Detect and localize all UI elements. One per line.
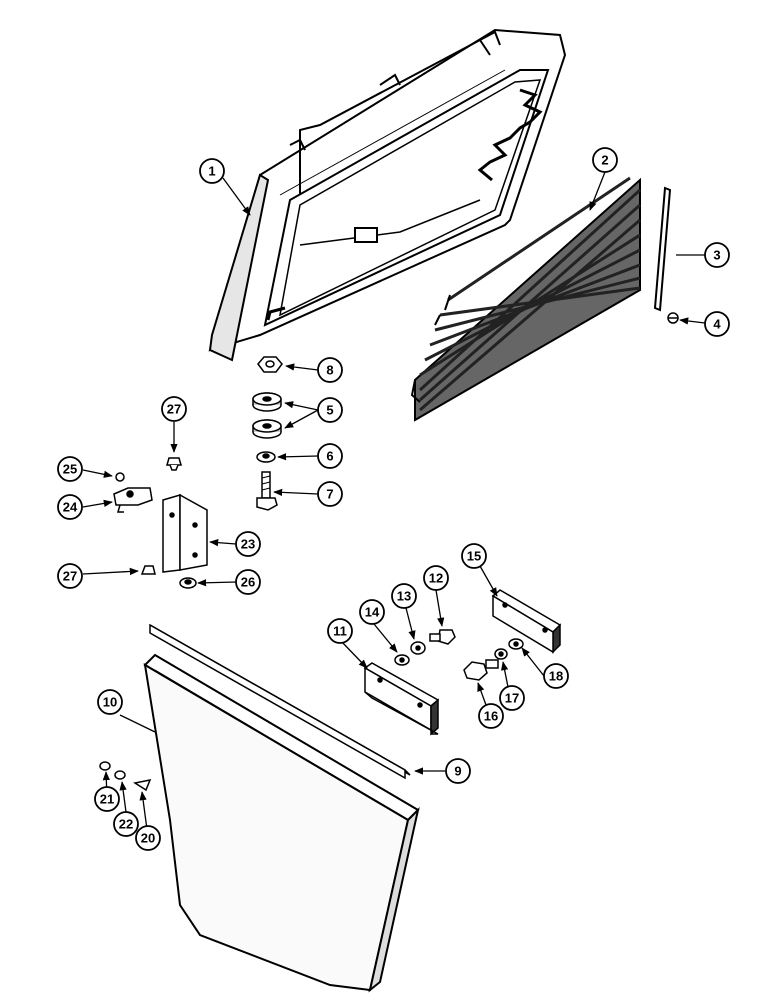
nut-part-21 bbox=[99, 761, 111, 771]
bracket-part-11 bbox=[363, 662, 440, 736]
washer-part-17 bbox=[494, 648, 508, 660]
plug-part-27-lower bbox=[140, 565, 156, 575]
corrugated-panel-part bbox=[410, 176, 642, 422]
clip-part-20 bbox=[133, 778, 152, 792]
callout-label: 16 bbox=[484, 709, 498, 724]
latch-part-24 bbox=[113, 487, 153, 513]
callout-label: 8 bbox=[326, 363, 333, 378]
callout-label: 3 bbox=[713, 248, 720, 263]
callout-label: 6 bbox=[326, 449, 333, 464]
grommets-part-5 bbox=[252, 392, 282, 439]
callout-2: 2 bbox=[592, 147, 618, 173]
callout-label: 12 bbox=[429, 571, 443, 586]
leader-lines bbox=[82, 171, 706, 838]
strip-part bbox=[653, 186, 672, 312]
callout-7: 7 bbox=[317, 481, 343, 507]
callout-15: 15 bbox=[461, 543, 487, 569]
callout-1: 1 bbox=[199, 158, 225, 184]
callout-24: 24 bbox=[57, 494, 83, 520]
callout-label: 11 bbox=[333, 624, 347, 639]
callout-26: 26 bbox=[235, 569, 261, 595]
callout-21: 21 bbox=[94, 786, 120, 812]
callout-22: 22 bbox=[113, 811, 139, 837]
callout-9: 9 bbox=[445, 758, 471, 784]
nut-part-18 bbox=[508, 638, 524, 650]
callout-label: 13 bbox=[397, 589, 411, 604]
callout-10: 10 bbox=[97, 689, 123, 715]
callout-12: 12 bbox=[423, 565, 449, 591]
callout-27-upper: 27 bbox=[161, 396, 187, 422]
callout-label: 18 bbox=[549, 669, 563, 684]
callout-label: 15 bbox=[467, 549, 481, 564]
callout-16: 16 bbox=[478, 703, 504, 729]
callout-13: 13 bbox=[391, 583, 417, 609]
callout-20: 20 bbox=[135, 825, 161, 851]
screw-part-25 bbox=[115, 472, 125, 482]
callout-label: 1 bbox=[208, 164, 215, 179]
callout-17: 17 bbox=[499, 685, 525, 711]
callout-23: 23 bbox=[235, 531, 261, 557]
callout-label: 14 bbox=[365, 605, 380, 620]
callout-label: 2 bbox=[601, 153, 608, 168]
callout-label: 17 bbox=[505, 691, 519, 706]
callout-18: 18 bbox=[543, 663, 569, 689]
callout-label: 25 bbox=[63, 462, 77, 477]
screw-part-4 bbox=[667, 312, 679, 324]
washer-part-6 bbox=[256, 451, 276, 463]
callout-14: 14 bbox=[359, 599, 385, 625]
nut-part-8 bbox=[257, 356, 283, 373]
callout-label: 21 bbox=[100, 792, 114, 807]
door-panel-part-10 bbox=[143, 653, 420, 993]
callout-label: 10 bbox=[103, 695, 117, 710]
callout-8: 8 bbox=[317, 357, 343, 383]
callout-label: 27 bbox=[167, 402, 181, 417]
window-frame-part bbox=[208, 28, 567, 362]
washer-part-13 bbox=[410, 641, 426, 655]
washer-part-22 bbox=[114, 770, 126, 780]
callout-label: 22 bbox=[119, 817, 133, 832]
callout-label: 4 bbox=[713, 317, 721, 332]
callout-label: 23 bbox=[241, 537, 255, 552]
bolt-part-16 bbox=[463, 659, 499, 681]
callout-6: 6 bbox=[317, 443, 343, 469]
callout-label: 7 bbox=[326, 487, 333, 502]
callout-11: 11 bbox=[327, 618, 353, 644]
callout-label: 9 bbox=[454, 764, 461, 779]
callout-label: 26 bbox=[241, 575, 255, 590]
callout-27-lower: 27 bbox=[57, 563, 83, 589]
callout-label: 27 bbox=[63, 569, 77, 584]
callout-label: 24 bbox=[63, 500, 78, 515]
callout-label: 5 bbox=[326, 403, 333, 418]
callout-3: 3 bbox=[704, 242, 730, 268]
bracket-part-23 bbox=[162, 493, 208, 573]
callout-5: 5 bbox=[317, 397, 343, 423]
callout-25: 25 bbox=[57, 456, 83, 482]
nut-part-14 bbox=[394, 654, 410, 666]
bolt-part-12 bbox=[429, 629, 456, 645]
bolt-part-7 bbox=[256, 471, 278, 511]
plug-part-27-upper bbox=[166, 457, 182, 471]
callout-label: 20 bbox=[141, 831, 155, 846]
plate-part-15 bbox=[491, 589, 562, 654]
nut-part-26 bbox=[179, 577, 197, 589]
callout-4: 4 bbox=[704, 311, 730, 337]
rail-part-9 bbox=[149, 623, 411, 780]
